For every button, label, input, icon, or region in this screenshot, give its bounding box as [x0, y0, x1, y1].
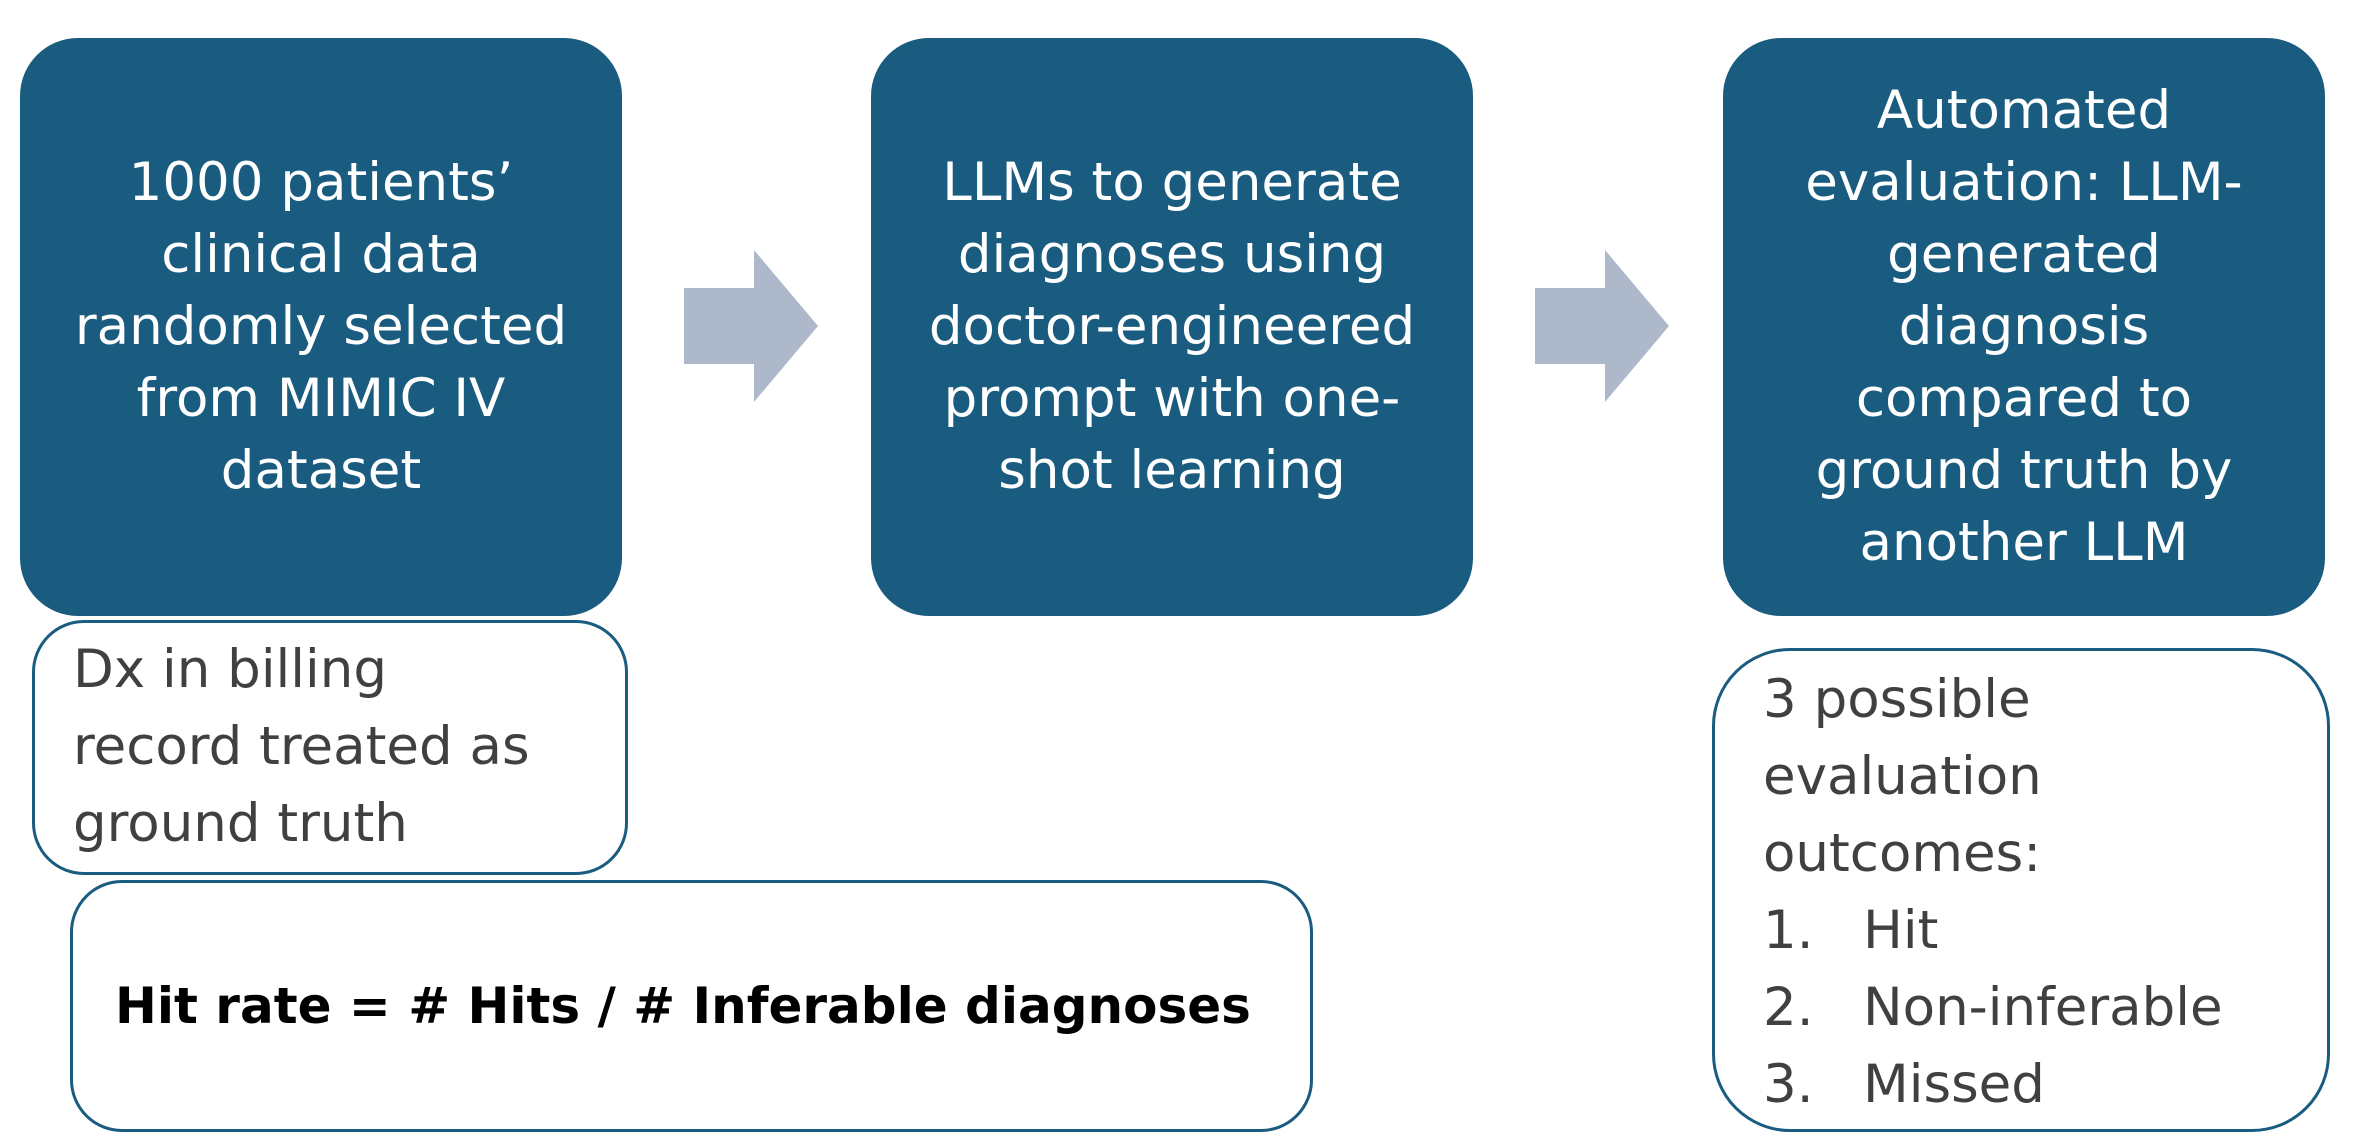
- hit-rate-box: Hit rate = # Hits / # Inferable diagnose…: [70, 880, 1313, 1132]
- right-arrow-icon: [1535, 250, 1669, 402]
- right-arrow-icon: [684, 250, 818, 402]
- step-box-llm-generation: LLMs to generate diagnoses using doctor-…: [871, 38, 1473, 616]
- step-3-line-6: ground truth by: [1815, 440, 2233, 501]
- step-3-line-3: generated: [1887, 224, 2161, 285]
- outcomes-intro-line-2: evaluation: [1763, 746, 2042, 807]
- step-2-line-3: doctor-engineered: [928, 296, 1416, 357]
- step-3-line-2: evaluation: LLM-: [1805, 152, 2243, 213]
- outcome-label: Non-inferable: [1863, 977, 2223, 1038]
- outcome-number: 2.: [1763, 977, 1814, 1038]
- hit-rate-formula: Hit rate = # Hits / # Inferable diagnose…: [115, 977, 1251, 1035]
- step-1-line-3: randomly selected: [74, 296, 568, 357]
- step-2-line-5: shot learning: [998, 440, 1346, 501]
- ground-truth-line-2: record treated as: [73, 716, 530, 777]
- outcome-label: Missed: [1863, 1054, 2045, 1115]
- list-item: 3. Missed: [1763, 1046, 2327, 1123]
- step-1-line-4: from MIMIC IV: [136, 368, 506, 429]
- outcome-label: Hit: [1863, 900, 1939, 961]
- outcome-number: 1.: [1763, 900, 1814, 961]
- outcome-number: 3.: [1763, 1054, 1814, 1115]
- step-1-line-5: dataset: [220, 440, 422, 501]
- ground-truth-note: Dx in billing record treated as ground t…: [32, 620, 628, 875]
- list-item: 1. Hit: [1763, 892, 2327, 969]
- step-2-line-2: diagnoses using: [957, 224, 1387, 285]
- step-3-line-7: another LLM: [1859, 512, 2189, 573]
- outcomes-intro-line-3: outcomes:: [1763, 823, 2042, 884]
- ground-truth-line-3: ground truth: [73, 793, 408, 854]
- step-1-line-2: clinical data: [161, 224, 481, 285]
- step-3-line-4: diagnosis: [1898, 296, 2150, 357]
- outcomes-intro-line-1: 3 possible: [1763, 669, 2031, 730]
- list-item: 2. Non-inferable: [1763, 969, 2327, 1046]
- step-2-line-1: LLMs to generate: [942, 152, 1402, 213]
- step-2-line-4: prompt with one-: [943, 368, 1401, 429]
- step-3-line-1: Automated: [1876, 80, 2172, 141]
- outcome-list: 1. Hit 2. Non-inferable 3. Missed: [1763, 892, 2327, 1123]
- evaluation-outcomes-note: 3 possible evaluation outcomes: 1. Hit 2…: [1712, 648, 2330, 1132]
- step-box-data-selection: 1000 patients’ clinical data randomly se…: [20, 38, 622, 616]
- step-1-line-1: 1000 patients’: [128, 152, 514, 213]
- step-box-automated-evaluation: Automated evaluation: LLM- generated dia…: [1723, 38, 2325, 616]
- step-3-line-5: compared to: [1855, 368, 2193, 429]
- ground-truth-line-1: Dx in billing: [73, 639, 387, 700]
